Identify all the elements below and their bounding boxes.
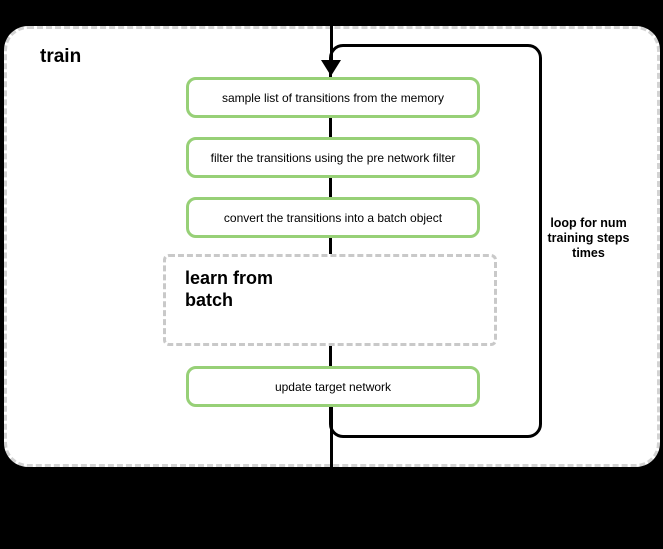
loop-annotation: loop for num training steps times (547, 216, 630, 260)
step-update-target-network: update target network (186, 366, 480, 407)
subprocess-label: learn from batch (185, 268, 274, 310)
step-sample-transitions: sample list of transitions from the memo… (186, 77, 480, 118)
step-filter-transitions: filter the transitions using the pre net… (186, 137, 480, 178)
arrow-down-icon (321, 60, 341, 76)
step-convert-to-batch: convert the transitions into a batch obj… (186, 197, 480, 238)
train-container-title: train (40, 46, 82, 67)
subprocess-learn-from-batch: learn from batch (163, 254, 497, 346)
flow-line-in (330, 0, 333, 62)
flow-line-out (330, 404, 333, 490)
loop-boundary-rect (329, 44, 542, 438)
